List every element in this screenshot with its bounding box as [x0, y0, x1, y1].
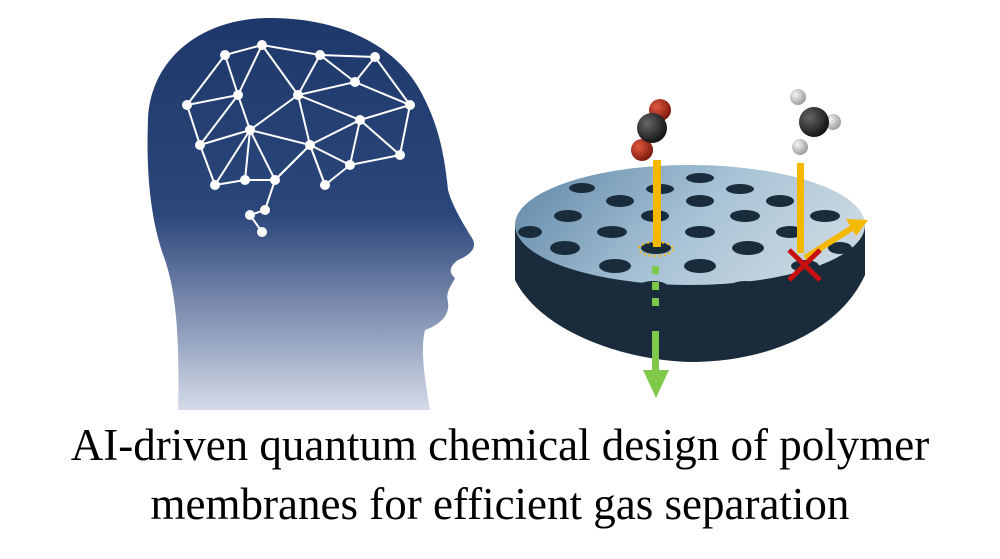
co2-probe-arrow: [653, 160, 661, 247]
pass-arrow: [643, 266, 669, 398]
porous-membrane-icon: [515, 165, 865, 362]
caption-line-1: AI-driven quantum chemical design of pol…: [70, 420, 930, 470]
selected-pore: [638, 241, 674, 257]
ch4-probe-arrow: [797, 163, 804, 253]
network-nodes: [182, 40, 415, 237]
blocked-cross-icon: [787, 248, 822, 282]
ch4-molecule-icon: [790, 89, 841, 155]
co2-molecule-icon: [631, 99, 671, 161]
head-silhouette-icon: [147, 18, 475, 410]
caption-line-2: membranes for efficient gas separation: [150, 479, 850, 529]
deflect-arrow: [803, 219, 868, 261]
